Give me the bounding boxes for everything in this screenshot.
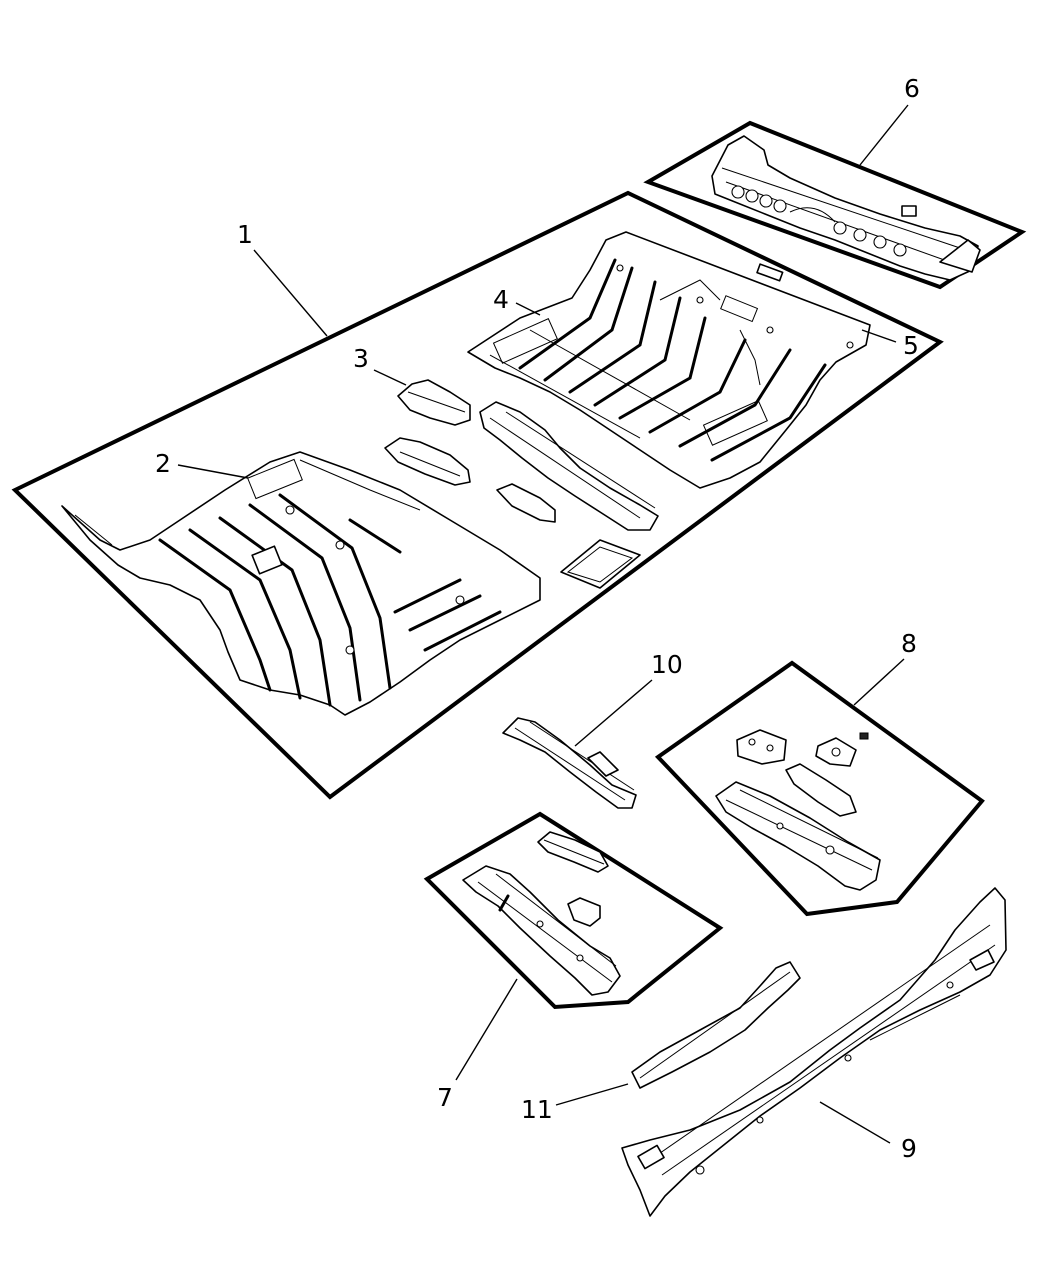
part-11-sill-reinforcement: [631, 961, 801, 1089]
callout-5: 5: [903, 331, 919, 360]
callout-2: 2: [155, 449, 171, 478]
leader-11: [555, 1083, 629, 1106]
callout-1: 1: [237, 220, 253, 249]
leader-10: [574, 679, 653, 747]
part-8-rail-assembly: [715, 729, 881, 891]
callout-7: 7: [437, 1083, 453, 1112]
leader-3: [373, 369, 407, 386]
leader-4: [515, 302, 541, 316]
leader-7: [455, 978, 518, 1081]
callout-10: 10: [651, 650, 683, 679]
group-frame-1: [11, 190, 944, 800]
callout-11: 11: [521, 1095, 553, 1124]
leader-8: [853, 658, 905, 706]
leader-6: [859, 104, 909, 166]
leader-2: [177, 464, 249, 479]
part-4-rear-floor-pan: [467, 231, 871, 489]
callout-6: 6: [904, 74, 920, 103]
part-9-side-sill: [621, 887, 1007, 1217]
callout-9: 9: [901, 1134, 917, 1163]
group-frame-6: [643, 120, 1027, 290]
group-frame-7: [423, 811, 724, 1010]
leader-9: [819, 1101, 891, 1144]
part-7-rail-assembly: [462, 831, 621, 996]
leader-5: [861, 329, 897, 343]
callout-8: 8: [901, 629, 917, 658]
part-2-front-floor-pan: [61, 451, 541, 716]
leader-1: [253, 249, 328, 337]
callout-3: 3: [353, 344, 369, 373]
part-10-tunnel-brace: [502, 717, 637, 809]
part-3-crossmember: [384, 379, 659, 589]
group-frame-8: [654, 660, 985, 917]
callout-4: 4: [493, 285, 509, 314]
part-6-rear-crossmember: [711, 135, 981, 281]
